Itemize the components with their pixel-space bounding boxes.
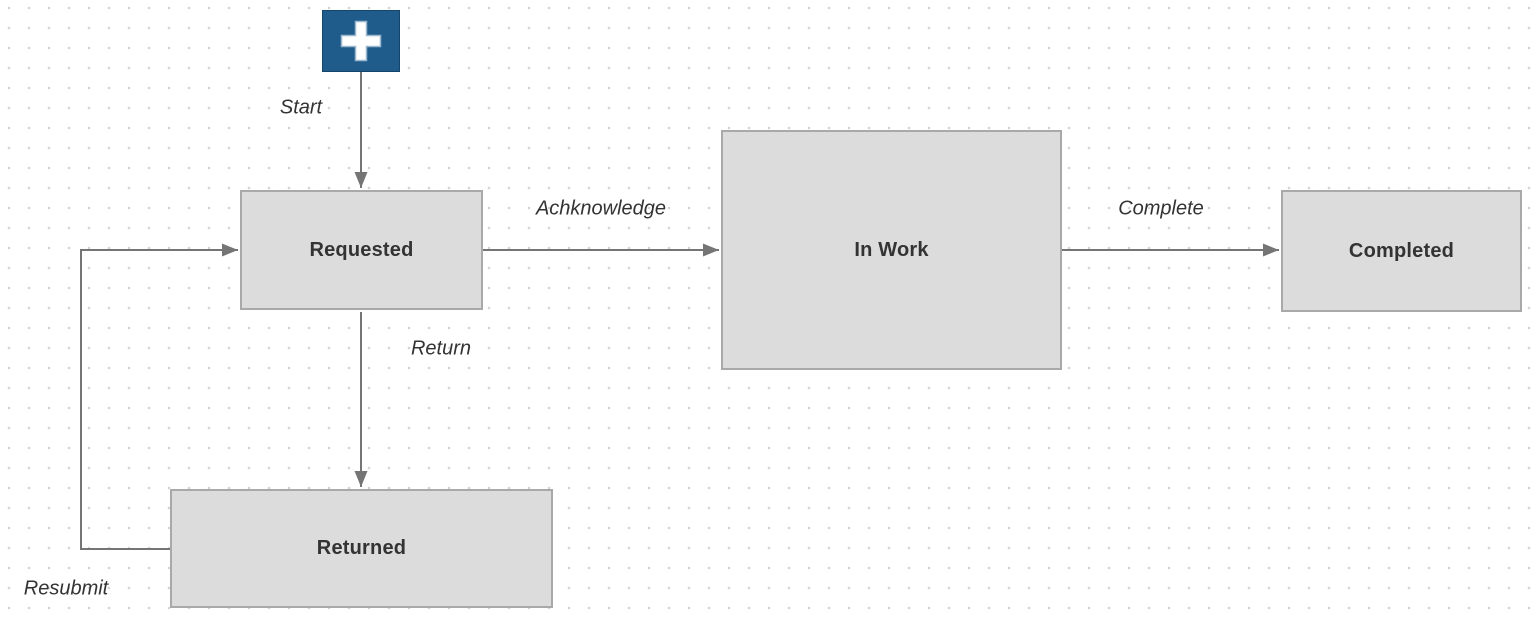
state-label: Completed [1348, 239, 1455, 262]
edge-label-resubmit[interactable]: Resubmit [23, 577, 109, 600]
edge-label-acknowledge[interactable]: Achknowledge [535, 197, 667, 220]
edge-resubmit[interactable] [80, 243, 238, 550]
state-label: Returned [316, 537, 407, 559]
state-node-in-work[interactable]: In Work [721, 130, 1062, 370]
state-label: In Work [854, 238, 929, 261]
state-node-requested[interactable]: Requested [240, 190, 483, 310]
edge-label-complete[interactable]: Complete [1118, 197, 1204, 220]
start-node[interactable] [322, 10, 400, 72]
plus-icon [339, 19, 383, 63]
edge-label-start[interactable]: Start [279, 96, 323, 119]
state-node-completed[interactable]: Completed [1281, 190, 1522, 312]
state-node-returned[interactable]: Returned [170, 489, 553, 608]
state-label: Requested [309, 238, 414, 261]
edge-label-return[interactable]: Return [410, 337, 472, 360]
